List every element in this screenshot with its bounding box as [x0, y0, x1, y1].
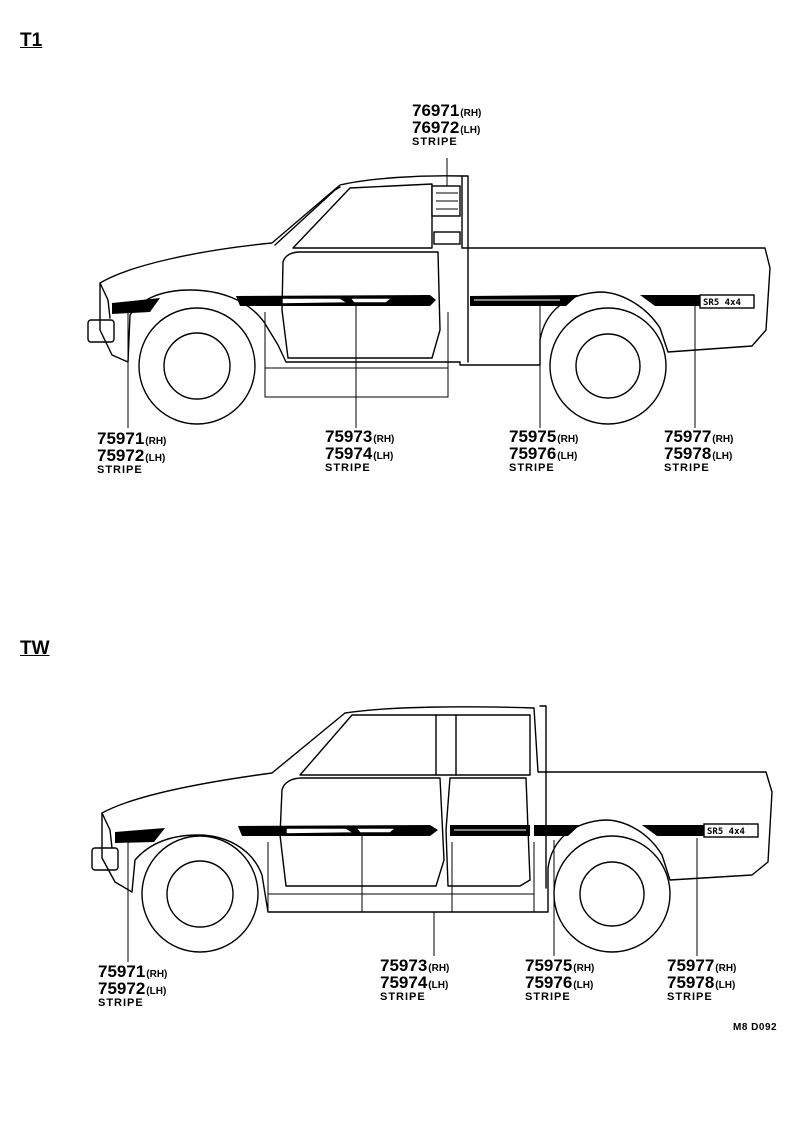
tw-front-stripe	[115, 828, 165, 843]
tw-side-window	[299, 714, 531, 776]
t1-rear-tire	[549, 307, 667, 425]
callout-tw-rear: 75977(RH) 75978(LH) STRIPE	[667, 956, 737, 1003]
callout-t1-bed: 75975(RH) 75976(LH) STRIPE	[509, 427, 579, 474]
tw-front-bumper	[91, 847, 119, 871]
svg-text:SR5 4x4: SR5 4x4	[707, 827, 746, 837]
callout-t1-front: 75971(RH) 75972(LH) STRIPE	[97, 429, 167, 476]
tw-front-door	[279, 777, 445, 887]
tw-rear-door	[445, 777, 531, 887]
tw-bed-stripe	[534, 825, 580, 836]
callout-tw-door: 75973(RH) 75974(LH) STRIPE	[380, 956, 450, 1003]
callout-t1-roof: 76971(RH) 76972(LH) STRIPE	[412, 101, 482, 148]
tw-body-outline	[101, 706, 773, 913]
t1-cab-back	[461, 175, 469, 363]
t1-door	[281, 251, 441, 359]
callout-t1-rear: 75977(RH) 75978(LH) STRIPE	[664, 427, 734, 474]
t1-rear-emblem	[699, 294, 755, 309]
t1-front-tire	[138, 307, 256, 425]
t1-windshield	[274, 186, 341, 246]
section-title-tw: TW	[20, 638, 50, 659]
t1-side-window	[292, 183, 433, 249]
callout-tw-front: 75971(RH) 75972(LH) STRIPE	[98, 962, 168, 1009]
callout-t1-door: 75973(RH) 75974(LH) STRIPE	[325, 427, 395, 474]
t1-front-bumper	[87, 319, 115, 343]
t1-rear-stripe	[640, 295, 700, 306]
tw-rear-emblem	[703, 823, 759, 838]
t1-body-outline	[99, 175, 771, 366]
tw-rear-tire	[553, 835, 671, 953]
tw-front-tire	[141, 835, 259, 953]
drawing-code: M8 D092	[733, 1022, 778, 1033]
t1-front-stripe	[112, 298, 160, 314]
section-title-t1: T1	[20, 30, 43, 51]
tw-rear-stripe	[642, 825, 704, 836]
callout-tw-bed: 75975(RH) 75976(LH) STRIPE	[525, 956, 595, 1003]
svg-text:SR5 4x4: SR5 4x4	[703, 298, 742, 308]
